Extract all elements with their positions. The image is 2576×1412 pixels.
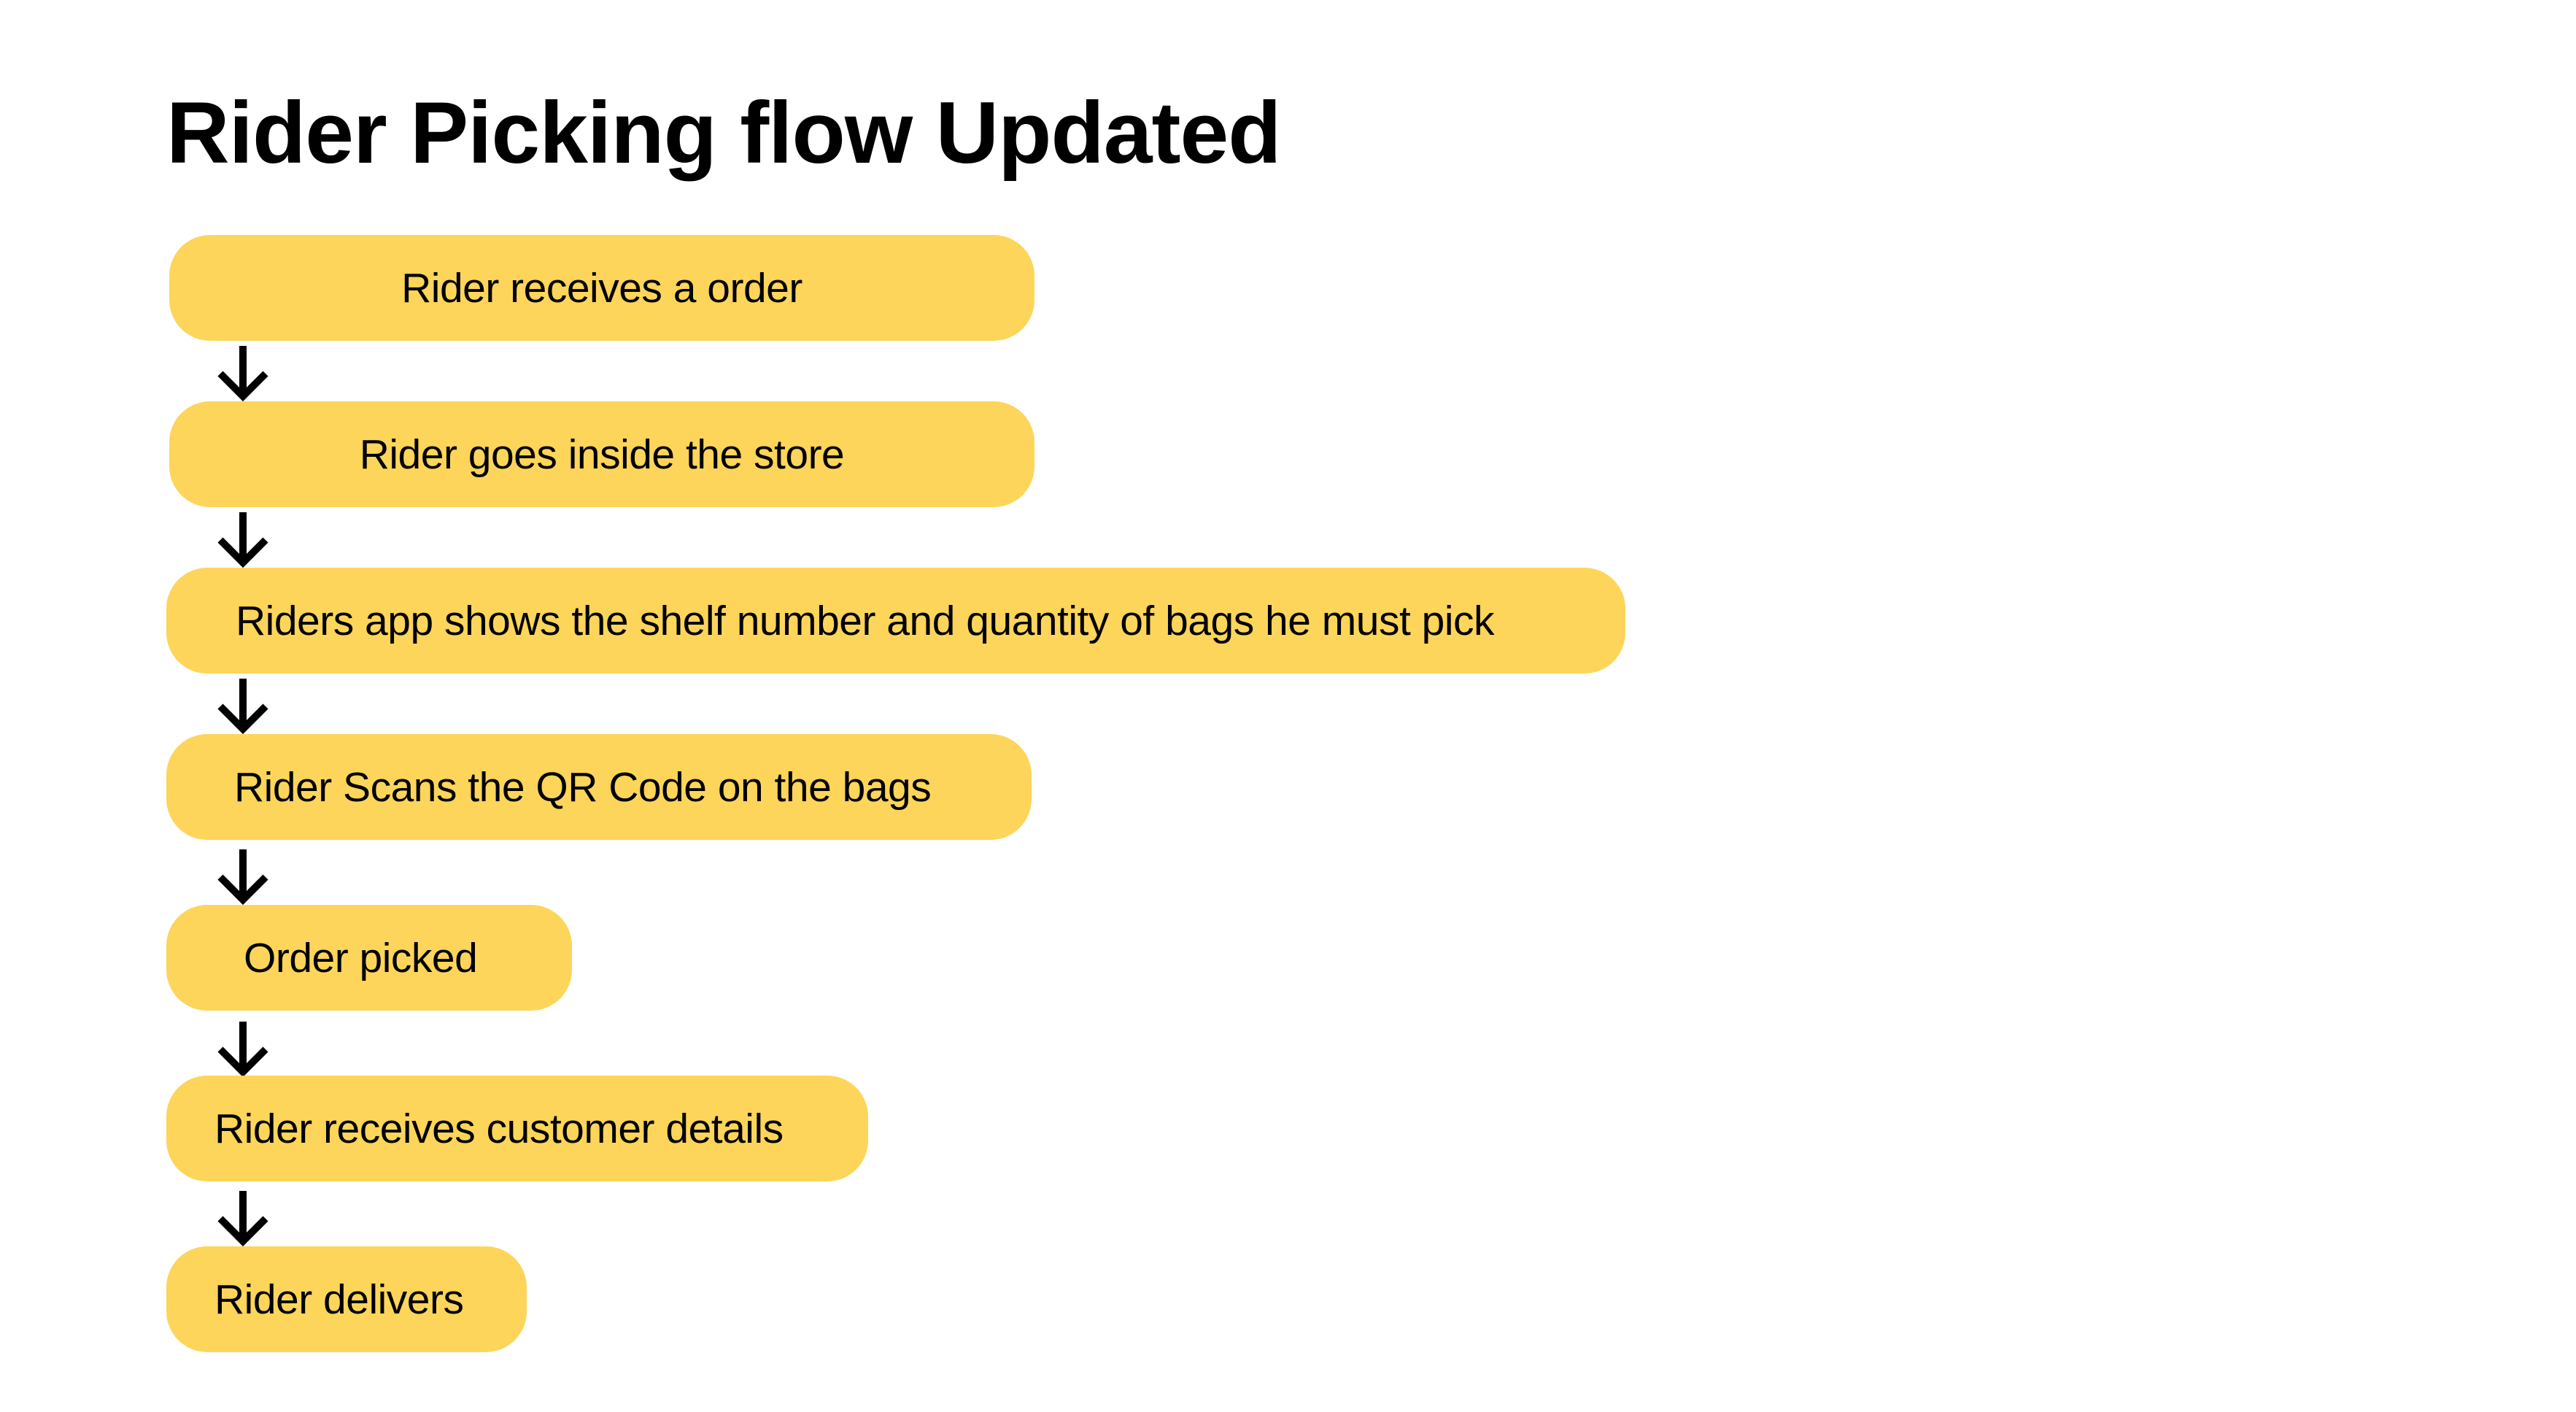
flow-step-order-picked: Order picked bbox=[166, 905, 572, 1011]
flow-step-label: Riders app shows the shelf number and qu… bbox=[236, 597, 1494, 644]
down-arrow-icon bbox=[217, 512, 268, 568]
flow-step-customer-details: Rider receives customer details bbox=[166, 1076, 868, 1181]
flow-step-rider-delivers: Rider delivers bbox=[166, 1246, 527, 1352]
flow-step-label: Rider goes inside the store bbox=[359, 431, 845, 478]
down-arrow-icon bbox=[217, 1191, 268, 1246]
down-arrow-icon bbox=[217, 679, 268, 734]
down-arrow-icon bbox=[217, 346, 268, 401]
page-title: Rider Picking flow Updated bbox=[166, 84, 1281, 182]
down-arrow-icon bbox=[217, 849, 268, 905]
flow-step-label: Rider delivers bbox=[214, 1276, 464, 1323]
flow-step-label: Order picked bbox=[244, 934, 478, 981]
flow-step-label: Rider receives a order bbox=[401, 264, 802, 312]
flow-step-enter-store: Rider goes inside the store bbox=[169, 401, 1034, 507]
flow-step-label: Rider receives customer details bbox=[214, 1105, 784, 1152]
flow-step-scan-qr: Rider Scans the QR Code on the bags bbox=[166, 734, 1032, 840]
flow-step-app-shows-shelf: Riders app shows the shelf number and qu… bbox=[166, 568, 1625, 674]
flow-step-label: Rider Scans the QR Code on the bags bbox=[234, 763, 932, 811]
down-arrow-icon bbox=[217, 1022, 268, 1077]
flow-step-receive-order: Rider receives a order bbox=[169, 235, 1034, 341]
